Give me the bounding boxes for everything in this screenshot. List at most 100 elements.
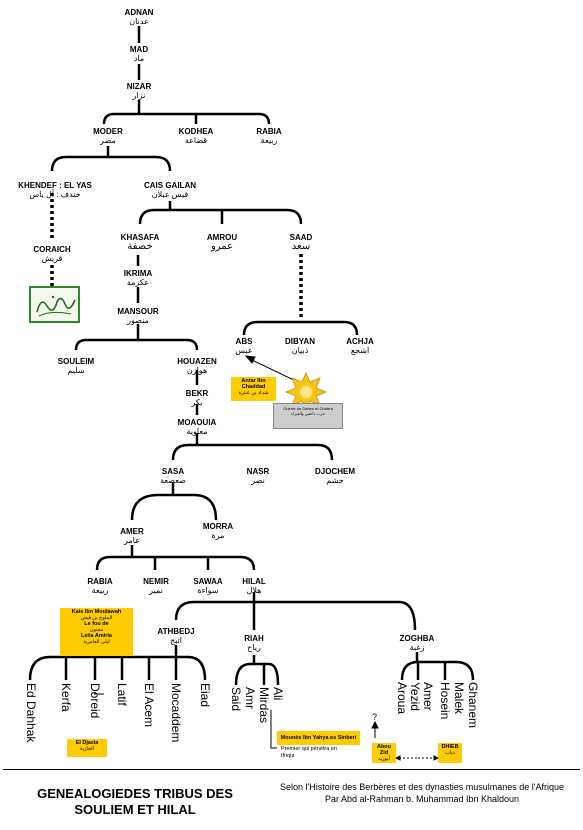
- guerre-line1: Guerre de Dahes et Ghabra: [283, 406, 333, 411]
- tribe-rabia-2-arabic: ربيعة: [91, 586, 109, 595]
- leaf-hosein: Hosein: [438, 682, 452, 720]
- tribe-cais-gailan: CAIS GAILAN: [144, 181, 196, 190]
- leaf-aroua: Aroua: [395, 682, 409, 715]
- tribe-kodhea-arabic: قضاعة: [184, 136, 208, 145]
- leaf-amr: Amr: [243, 687, 257, 709]
- tribe-djochem: DJOCHEM: [314, 467, 356, 476]
- tribe-sawaa: SAWAA: [193, 577, 223, 586]
- guerre-line2: حرب داحس والغبراء: [291, 411, 325, 416]
- leaf-latif: Latif: [115, 683, 129, 706]
- kais-arabic-3: ليلى العامرية: [83, 639, 110, 645]
- mounes-title: Mounès Ibn Yahya es Sinberi: [280, 735, 357, 741]
- tribe-khasafa-arabic: خصفة: [127, 241, 153, 252]
- tribe-mansour-arabic: منصور: [127, 316, 149, 325]
- tribe-moaouia-arabic: معاوية: [186, 427, 208, 436]
- battle-explosion-icon: [284, 372, 328, 411]
- calligraphy-emblem: [29, 286, 80, 323]
- leaf-kerfa: Kerfa: [59, 683, 73, 712]
- leaf-ed-dahhak: Ed Dahhak: [24, 683, 38, 743]
- tribe-coraich: CORAICH: [33, 245, 71, 254]
- question-mark: ?: [372, 712, 378, 722]
- footer-divider: [3, 769, 580, 770]
- tribe-mad-arabic: ماد: [133, 54, 145, 63]
- el-djazia-title: El Djazia: [75, 740, 99, 746]
- tribe-zoghba: ZOGHBA: [399, 634, 435, 643]
- tribe-bekr: BEKR: [185, 389, 209, 398]
- tribe-mad: MAD: [129, 45, 149, 54]
- leaf-ghanem: Ghanem: [466, 682, 480, 729]
- tribe-rabia-1: RABIA: [256, 127, 282, 136]
- tribe-khasafa: KHASAFA: [120, 233, 160, 242]
- footer-title-line2: SOULIEM ET HILAL: [74, 802, 196, 817]
- kais-fr-1: Le fou de: [84, 621, 109, 627]
- dhieb-arabic: ذياب: [445, 750, 455, 756]
- tribe-rabia-2: RABIA: [87, 577, 113, 586]
- dhieb-box: DHIEB ذياب: [438, 743, 462, 763]
- genealogy-lines: [28, 26, 475, 761]
- footer-title-line1: GENEALOGIEDES TRIBUS DES: [37, 786, 233, 801]
- tribe-amer-arabic: عامر: [124, 536, 140, 545]
- tribe-coraich-arabic: قريش: [41, 254, 63, 263]
- tribe-achja: ACHJA: [346, 337, 374, 346]
- tribe-abs: ABS: [235, 337, 253, 346]
- tribe-ikrima-arabic: عكرمة: [126, 278, 150, 287]
- tribe-amrou-arabic: عمرو: [210, 241, 234, 252]
- tribe-amer: AMER: [120, 527, 144, 536]
- mounes-box: Mounès Ibn Yahya es Sinberi: [277, 731, 360, 745]
- footer-source-line2: Par Abd al-Rahman b. Muhammad Ibn Khaldo…: [324, 794, 520, 804]
- abou-zid-box: Abou Zid أبوزيد: [372, 743, 396, 763]
- tribe-mansour: MANSOUR: [117, 307, 159, 316]
- tribe-kodhea: KODHEA: [178, 127, 214, 136]
- tribe-bekr-arabic: بكر: [191, 398, 203, 407]
- footer-source-line1: Selon l'Histoire des Berbères et des dyn…: [279, 782, 565, 792]
- leaf-said: Said: [229, 687, 243, 712]
- guerre-box: Guerre de Dahes et Ghabra حرب داحس والغب…: [273, 403, 343, 429]
- tribe-nemir: NEMIR: [143, 577, 169, 586]
- tribe-dibyan: DIBYAN: [285, 337, 315, 346]
- tribe-djochem-arabic: جشم: [326, 476, 344, 485]
- kais-arabic-1: الملوح بن قيس: [80, 615, 113, 621]
- tribe-nizar-arabic: نزار: [132, 91, 146, 100]
- antar-title: Antar Ibn Chaddad: [241, 378, 266, 390]
- tribe-moder: MODER: [93, 127, 123, 136]
- tribe-houazen-arabic: هوازن: [186, 366, 208, 375]
- kais-title: Kais Ibn Moulawah: [71, 609, 122, 615]
- tribe-athbedj: ATHBEDJ: [157, 627, 195, 636]
- tribe-riah-arabic: رياح: [247, 643, 261, 652]
- tribe-hilal-arabic: هلال: [246, 586, 262, 595]
- tribe-achja-arabic: اشجع: [350, 346, 370, 355]
- tribe-nizar: NIZAR: [126, 82, 152, 91]
- leaf-yezid: Yezid: [408, 682, 422, 711]
- tribe-saad-arabic: سعد: [291, 241, 311, 252]
- tribe-cais-gailan-arabic: قيس عيلان: [151, 190, 189, 199]
- leaf-mocaddem: Mocaddem: [169, 683, 183, 743]
- tribe-nasr-arabic: نصر: [251, 476, 265, 485]
- tribe-dibyan-arabic: ذبيان: [291, 346, 309, 355]
- tribe-moaouia: MOAOUIA: [177, 418, 217, 427]
- leaf-ali: Ali: [271, 687, 285, 701]
- tribe-rabia-1-arabic: ربيعة: [260, 136, 278, 145]
- tribe-khendef-arabic: خندف : آل ياس: [29, 190, 81, 199]
- tribe-morra-arabic: مرة: [211, 531, 225, 540]
- antar-arabic: شداد بن عنترة: [238, 390, 269, 396]
- tribe-moder-arabic: مضر: [100, 136, 116, 145]
- abou-zid-title: Abou Zid: [376, 744, 392, 756]
- dhieb-title: DHIEB: [441, 744, 459, 750]
- leaf-el-acem: El Acem: [142, 683, 156, 728]
- tribe-sawaa-arabic: سواءة: [197, 586, 219, 595]
- tribe-adnan: ADNAN: [124, 8, 154, 17]
- tribe-riah: RIAH: [244, 634, 264, 643]
- calligraphy-icon: [36, 295, 76, 317]
- leaf-amer: Amer: [421, 682, 435, 711]
- tribe-houazen: HOUAZEN: [177, 357, 217, 366]
- tribe-morra: MORRA: [202, 522, 234, 531]
- kais-arabic-2: مجنون: [89, 627, 104, 633]
- tribe-souleim: SOULEIM: [57, 357, 95, 366]
- tribe-nemir-arabic: نمير: [149, 586, 163, 595]
- leaf-malek: Malek: [452, 682, 466, 715]
- tribe-nasr: NASR: [246, 467, 270, 476]
- leaf-eiad: Eiad: [198, 683, 212, 708]
- el-djazia-box: El Djazia الجازية: [67, 739, 107, 757]
- leaf-doreid: Doreid: [88, 683, 102, 719]
- premier-note: Premier qui pénétra en Ifriqia: [281, 746, 337, 759]
